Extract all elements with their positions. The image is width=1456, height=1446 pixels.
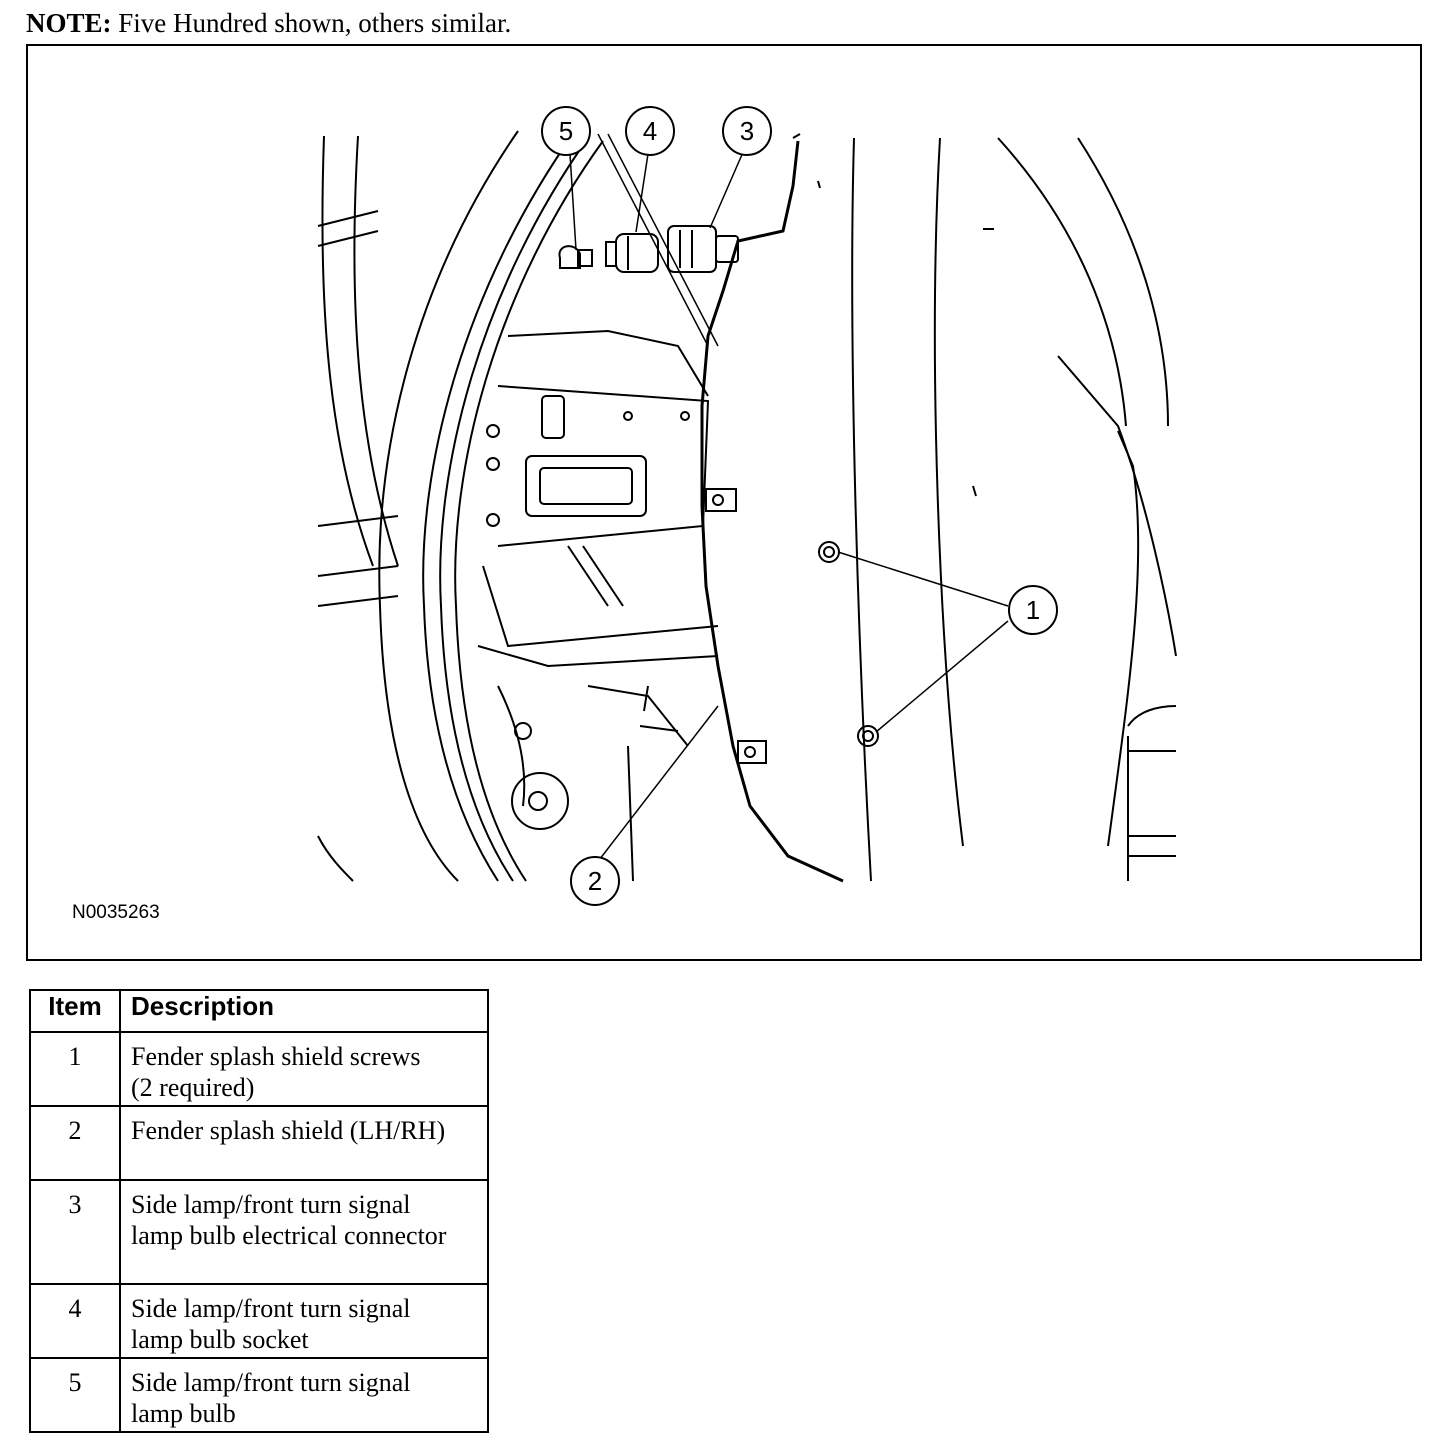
- inner-bracket: [477, 329, 719, 882]
- figure-id: N0035263: [72, 902, 160, 923]
- callout-5: 5: [541, 106, 591, 156]
- callout-2: 2: [570, 856, 620, 906]
- figure-frame: 5 4 3 1 2 N0035263: [26, 44, 1422, 961]
- legend-header-row: Item Description: [29, 989, 489, 1033]
- description-line: lamp bulb: [131, 1399, 236, 1428]
- table-row: 4 Side lamp/front turn signal lamp bulb …: [29, 1283, 489, 1359]
- item-description: Side lamp/front turn signal lamp bulb el…: [119, 1179, 489, 1285]
- electrical-connector: [667, 225, 739, 273]
- screw-upper: [818, 541, 840, 563]
- header-description: Description: [119, 989, 489, 1033]
- callout-1: 1: [1008, 585, 1058, 635]
- item-number: 2: [29, 1105, 121, 1181]
- description-line: lamp bulb socket: [131, 1325, 309, 1354]
- callout-3-label: 3: [740, 116, 754, 146]
- description-line: lamp bulb electrical connector: [131, 1221, 447, 1250]
- fender-arc: [317, 130, 604, 882]
- screw-lower: [857, 725, 879, 747]
- note-label: NOTE:: [26, 8, 112, 38]
- description-line: Side lamp/front turn signal: [131, 1190, 411, 1219]
- item-number: 4: [29, 1283, 121, 1359]
- callout-1-label: 1: [1026, 595, 1040, 625]
- item-number: 5: [29, 1357, 121, 1433]
- body-panel-lines: [851, 137, 1177, 882]
- item-description: Side lamp/front turn signal lamp bulb so…: [119, 1283, 489, 1359]
- lamp-bulb: [558, 245, 593, 269]
- item-description: Fender splash shield screws (2 required): [119, 1031, 489, 1107]
- note-line: NOTE: Five Hundred shown, others similar…: [26, 6, 511, 40]
- table-row: 1 Fender splash shield screws (2 require…: [29, 1031, 489, 1107]
- description-line: Side lamp/front turn signal: [131, 1368, 411, 1397]
- description-line: Fender splash shield screws: [131, 1042, 421, 1071]
- item-number: 1: [29, 1031, 121, 1107]
- legend-table: Item Description 1 Fender splash shield …: [29, 989, 489, 1433]
- callout-2-label: 2: [588, 866, 602, 896]
- description-line: (2 required): [131, 1073, 255, 1102]
- item-description: Fender splash shield (LH/RH): [119, 1105, 489, 1181]
- splash-shield-illustration: 5 4 3 1 2: [317, 106, 1177, 906]
- table-row: 5 Side lamp/front turn signal lamp bulb: [29, 1357, 489, 1433]
- item-description: Side lamp/front turn signal lamp bulb: [119, 1357, 489, 1433]
- callout-4-label: 4: [643, 116, 657, 146]
- table-row: 2 Fender splash shield (LH/RH): [29, 1105, 489, 1181]
- splash-shield: [700, 133, 994, 883]
- callout-4: 4: [625, 106, 675, 156]
- item-number: 3: [29, 1179, 121, 1285]
- header-item: Item: [29, 989, 121, 1033]
- table-row: 3 Side lamp/front turn signal lamp bulb …: [29, 1179, 489, 1285]
- description-line: Fender splash shield (LH/RH): [131, 1116, 446, 1145]
- description-line: Side lamp/front turn signal: [131, 1294, 411, 1323]
- callout-3: 3: [722, 106, 772, 156]
- leader-lines: [569, 133, 1009, 865]
- note-text: Five Hundred shown, others similar.: [111, 8, 512, 38]
- bulb-socket: [605, 233, 659, 273]
- callout-5-label: 5: [559, 116, 573, 146]
